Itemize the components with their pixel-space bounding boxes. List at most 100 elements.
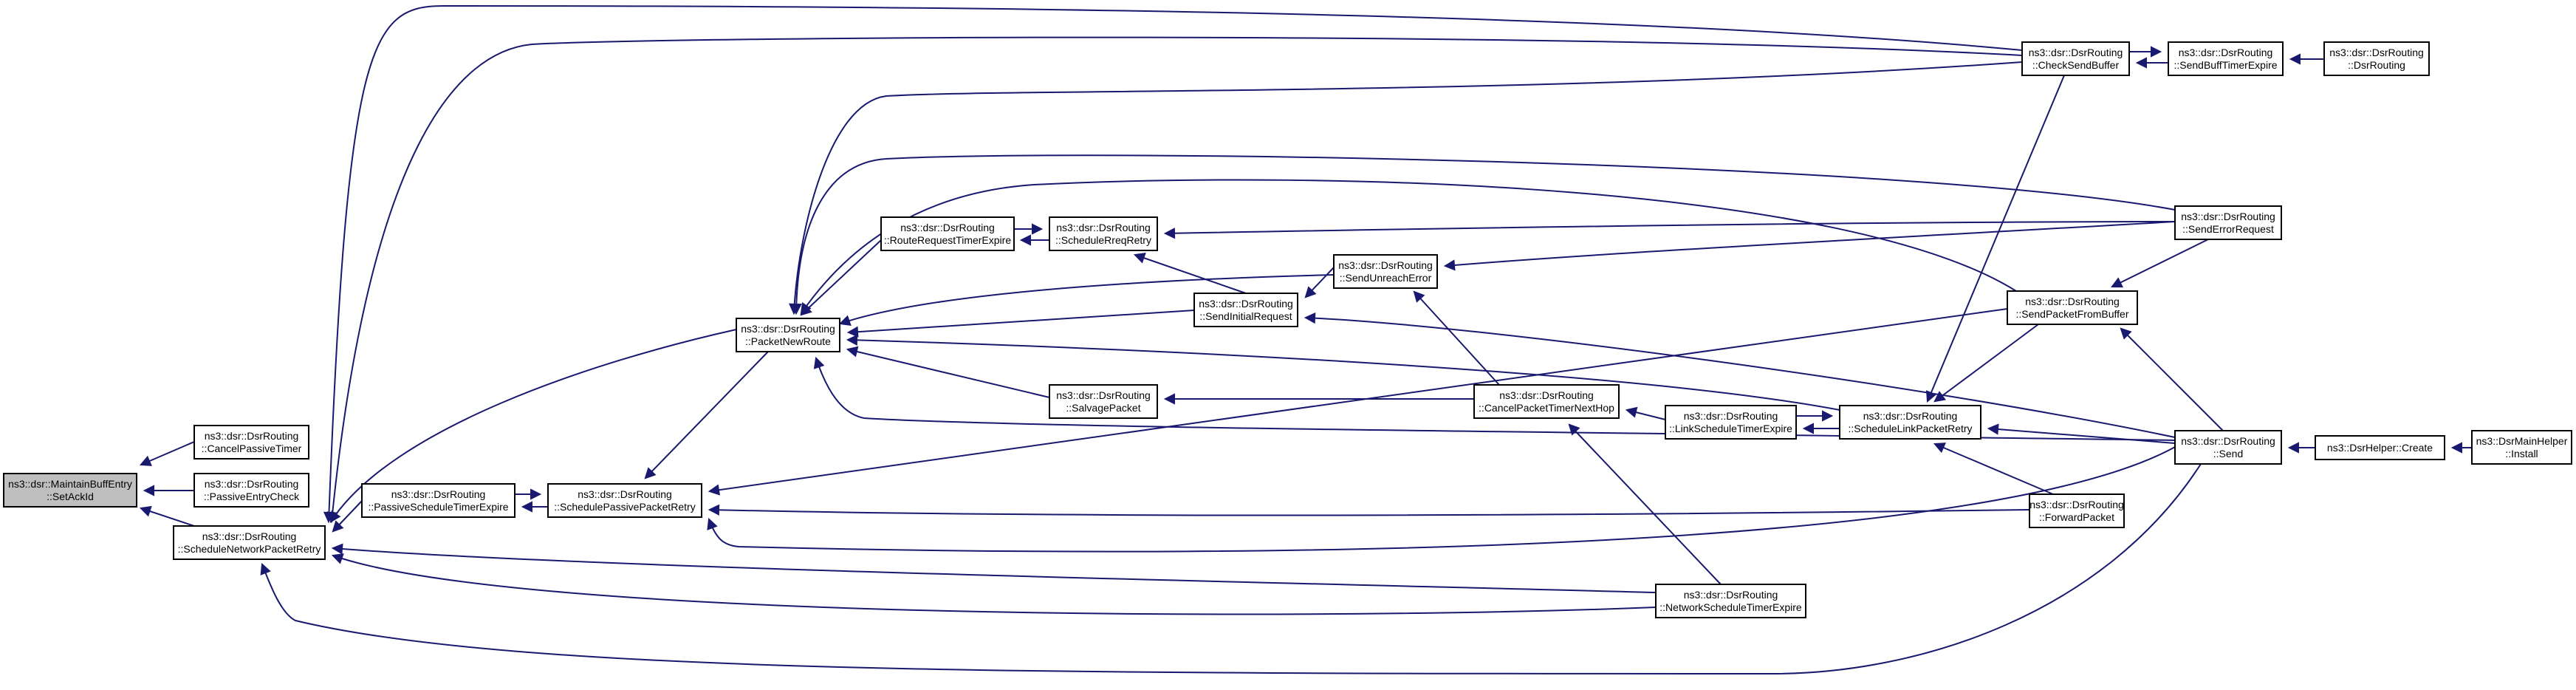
node-label-line: ns3::dsr::MaintainBuffEntry (8, 478, 132, 490)
node-label-line: ::SetAckId (47, 491, 94, 502)
arrowhead-sendPktBuf_linkRetry (1933, 391, 1946, 403)
node-send[interactable]: ns3::dsr::DsrRouting::Send (2174, 430, 2282, 465)
arrowhead-rreqTimer_schedRreq (1032, 223, 1044, 235)
arrowhead-checkSend_linkRetry (1926, 390, 1937, 403)
node-box (193, 473, 309, 508)
edge-checkSend_netRetry_a (328, 4, 2023, 522)
node-label-line: ns3::DsrMainHelper (2476, 435, 2568, 447)
node-label-line: ::PacketNewRoute (745, 335, 831, 347)
node-box (1333, 254, 1438, 289)
node-label-line: ::ScheduleNetworkPacketRetry (178, 543, 321, 555)
node-routeRequestTimerExpire[interactable]: ns3::dsr::DsrRouting::RouteRequestTimerE… (880, 216, 1015, 251)
node-salvagePacket[interactable]: ns3::dsr::DsrRouting::SalvagePacket (1049, 384, 1158, 419)
edge-checkSend_packetNewRoute (793, 61, 2023, 314)
arrowhead-sendInit_packetNewRoute (846, 326, 859, 338)
node-label-line: ns3::dsr::DsrRouting (741, 323, 835, 335)
edge-sendInit_schedRreq (1134, 254, 1247, 294)
node-sendErrorRequest[interactable]: ns3::dsr::DsrRouting::SendErrorRequest (2174, 205, 2282, 240)
arrowhead-salvage_packetNewRoute (846, 346, 859, 358)
node-label-line: ::SalvagePacket (1066, 402, 1140, 414)
edge-netSchedExp_netRetry_a (332, 547, 1657, 593)
node-box (2174, 205, 2282, 240)
node-label-line: ns3::dsr::DsrRouting (1056, 389, 1151, 401)
node-sendBuffTimerExpire[interactable]: ns3::dsr::DsrRouting::SendBuffTimerExpir… (2168, 41, 2284, 76)
node-cancelPassiveTimer[interactable]: ns3::dsr::DsrRouting::CancelPassiveTimer (193, 425, 309, 460)
node-box (2029, 493, 2125, 528)
arrowhead-sendErr_sendPktBuf (2110, 277, 2124, 288)
node-label-line: ::CancelPassiveTimer (202, 443, 302, 454)
node-schedulePassivePacketRetry[interactable]: ns3::dsr::DsrRouting::SchedulePassivePac… (547, 483, 702, 518)
node-cancelPacketTimerNextHop[interactable]: ns3::dsr::DsrRouting::CancelPacketTimerN… (1473, 384, 1620, 419)
node-dsrRouting[interactable]: ns3::dsr::DsrRouting::DsrRouting (2323, 41, 2430, 76)
arrowhead-linkSched_linkRetry (1822, 410, 1834, 422)
node-sendInitialRequest[interactable]: ns3::dsr::DsrRouting::SendInitialRequest (1193, 293, 1298, 327)
edge-send_netRetry (261, 463, 2202, 675)
node-scheduleLinkPacketRetry[interactable]: ns3::dsr::DsrRouting::ScheduleLinkPacket… (1839, 405, 1981, 440)
node-scheduleNetworkPacketRetry[interactable]: ns3::dsr::DsrRouting::ScheduleNetworkPac… (173, 525, 326, 560)
arrowhead-sendInit_schedRreq (1133, 253, 1146, 264)
arrowhead-dsr_sendBuff (2289, 53, 2301, 65)
arrowhead-send_sendInit (1304, 312, 1316, 324)
arrowhead-packetNewRoute_passiveRetry (644, 467, 657, 479)
node-label-line: ::ScheduleLinkPacketRetry (1848, 423, 1972, 434)
arrowhead-sendErr_sendUnreach (1443, 259, 1456, 271)
node-box (2168, 41, 2284, 76)
arrowhead-schedRreq_rreqTimer (1019, 234, 1031, 246)
node-label-line: ns3::dsr::DsrRouting (202, 530, 297, 542)
node-packetNewRoute[interactable]: ns3::dsr::DsrRouting::PacketNewRoute (736, 318, 840, 352)
node-checkSendBuffer[interactable]: ns3::dsr::DsrRouting::CheckSendBuffer (2021, 41, 2130, 76)
node-label-line: ns3::dsr::DsrRouting (1863, 410, 1958, 422)
node-sendPacketFromBuffer[interactable]: ns3::dsr::DsrRouting::SendPacketFromBuff… (2007, 290, 2138, 325)
node-label-line: ns3::dsr::DsrRouting (578, 488, 672, 500)
node-networkScheduleTimerExpire[interactable]: ns3::dsr::DsrRouting::NetworkScheduleTim… (1655, 584, 1806, 618)
arrowhead-netSchedExp_netRetry_b (331, 553, 344, 564)
node-label-line: ::PassiveEntryCheck (204, 491, 300, 502)
node-label-line: ns3::dsr::DsrRouting (2029, 47, 2123, 58)
node-label-line: ::ForwardPacket (2039, 511, 2114, 523)
arrowhead-linkRetry_linkSched (1802, 423, 1814, 434)
arrowhead-send_sendPktBuf (2120, 327, 2132, 340)
node-passiveScheduleTimerExpire[interactable]: ns3::dsr::DsrRouting::PassiveScheduleTim… (361, 483, 515, 518)
arrowhead-forward_passiveRetry (708, 504, 720, 516)
edge-checkSend_netRetry_b (331, 36, 2023, 522)
node-label-line: ns3::dsr::DsrRouting (2029, 499, 2124, 510)
edge-rreqTimer_packetNewRoute (801, 239, 882, 315)
edge-checkSend_linkRetry (1927, 75, 2065, 402)
node-scheduleRreqRetry[interactable]: ns3::dsr::DsrRouting::ScheduleRreqRetry (1049, 216, 1158, 251)
arrowhead-sendPktBuf_passiveRetry (708, 484, 720, 496)
node-label-line: ns3::dsr::DsrRouting (1199, 298, 1293, 310)
node-label-line: ns3::dsr::DsrRouting (1499, 389, 1594, 401)
node-label-line: ns3::dsr::DsrRouting (205, 430, 299, 442)
arrowhead-sendErr_schedRreq (1163, 228, 1176, 239)
edge-send_sendPktBuf (2120, 328, 2224, 431)
node-box (2315, 435, 2445, 460)
node-box (173, 525, 326, 560)
node-label-line: ns3::dsr::DsrRouting (1338, 259, 1433, 271)
node-box (1473, 384, 1620, 419)
node-label-line: ns3::dsr::DsrRouting (2179, 47, 2273, 58)
edge-sendPktBuf_linkRetry (1934, 324, 2039, 402)
node-forwardPacket[interactable]: ns3::dsr::DsrRouting::ForwardPacket (2029, 493, 2125, 528)
edge-forward_linkRetry (1934, 443, 2054, 495)
arrowhead-send_netRetry (260, 562, 271, 575)
node-label-line: ::Install (2505, 448, 2538, 460)
node-dsrMainHelperInstall[interactable]: ns3::DsrMainHelper::Install (2471, 430, 2572, 465)
node-dsrHelperCreate[interactable]: ns3::DsrHelper::Create (2315, 435, 2445, 460)
node-linkScheduleTimerExpire[interactable]: ns3::dsr::DsrRouting::LinkScheduleTimerE… (1665, 405, 1797, 440)
node-label-line: ns3::dsr::DsrRouting (1056, 222, 1151, 233)
node-box (880, 216, 1015, 251)
edge-send_passiveRetry (708, 446, 2176, 553)
node-sendUnreachError[interactable]: ns3::dsr::DsrRouting::SendUnreachError (1333, 254, 1438, 289)
node-box (1665, 405, 1797, 440)
node-box (361, 483, 515, 518)
node-passiveEntryCheck[interactable]: ns3::dsr::DsrRouting::PassiveEntryCheck (193, 473, 309, 508)
node-box (2471, 430, 2572, 465)
edge-netSchedExp_cancelNext (1569, 424, 1722, 585)
edge-sendErr_sendUnreach (1445, 221, 2176, 267)
arrowhead-cancelNext_sendUnreach (1413, 290, 1425, 303)
edge-send_linkRetry (1988, 428, 2176, 444)
node-box (2007, 290, 2138, 325)
node-label-line: ns3::dsr::DsrRouting (2181, 211, 2275, 222)
node-label-line: ns3::dsr::DsrRouting (1684, 589, 1778, 601)
